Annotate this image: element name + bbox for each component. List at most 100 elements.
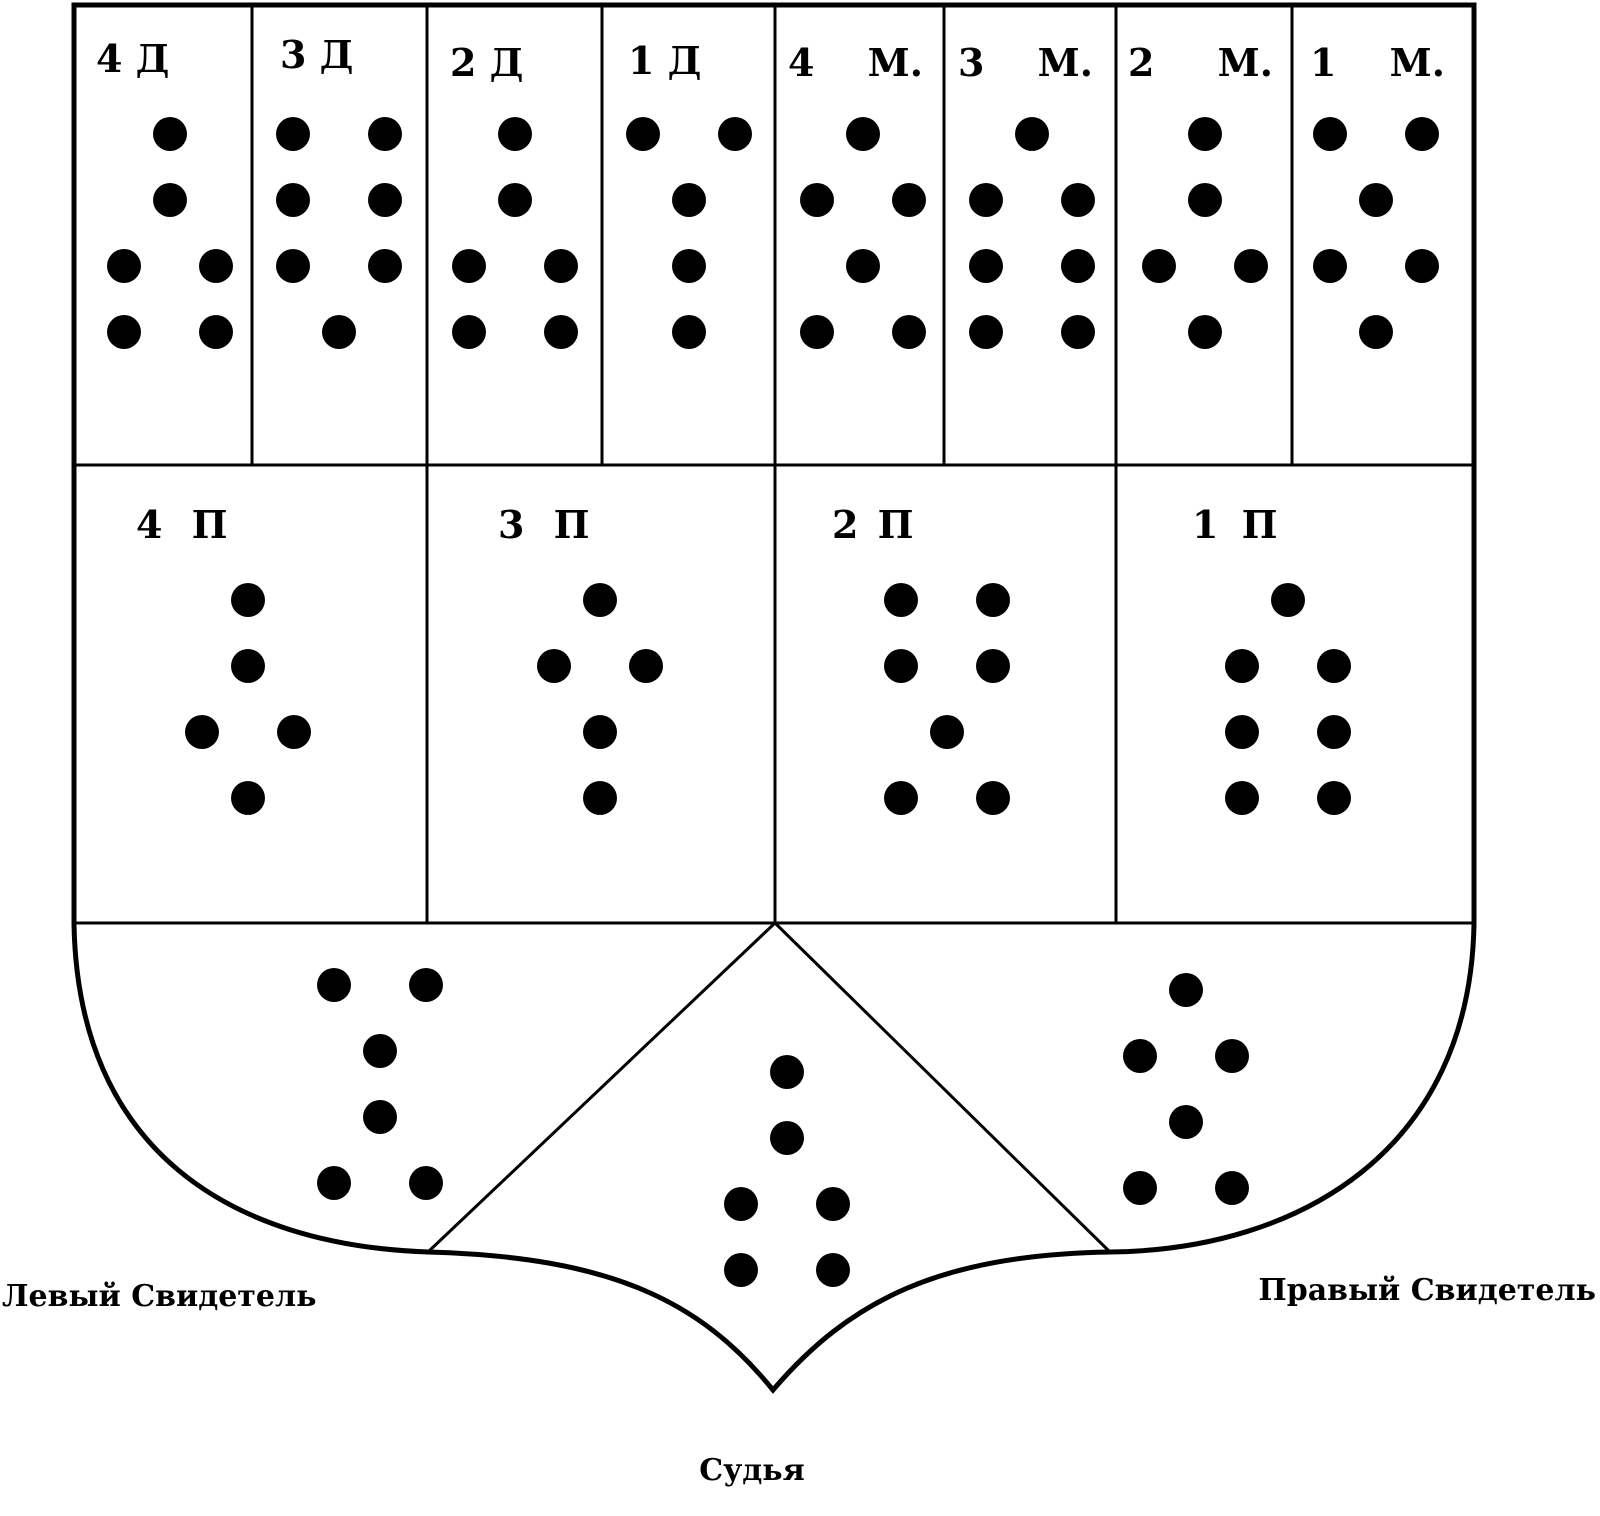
figure-dot bbox=[1405, 117, 1439, 151]
figure-dot bbox=[930, 715, 964, 749]
figure-dot bbox=[884, 781, 918, 815]
figure-dot bbox=[1061, 315, 1095, 349]
figure-dot bbox=[969, 183, 1003, 217]
figure-dot bbox=[537, 649, 571, 683]
figure-dot bbox=[976, 781, 1010, 815]
figure-dot bbox=[544, 315, 578, 349]
figure-top-1 bbox=[107, 117, 233, 349]
figure-middle-2 bbox=[537, 583, 663, 815]
figure-dot bbox=[498, 117, 532, 151]
mothers-daughters-labels: 4 Д 3 Д 2 Д 1 Д 4 М. 3 М. 2 М. 1 М. bbox=[96, 32, 1445, 85]
figure-dot bbox=[884, 649, 918, 683]
house-label-3m: 3 М. bbox=[958, 40, 1093, 85]
figure-dot bbox=[1225, 715, 1259, 749]
figure-dot bbox=[231, 649, 265, 683]
figure-dot bbox=[629, 649, 663, 683]
figure-dot bbox=[185, 715, 219, 749]
figure-dot bbox=[672, 315, 706, 349]
figure-dot bbox=[368, 249, 402, 283]
figure-dot bbox=[724, 1253, 758, 1287]
figure-dot bbox=[892, 183, 926, 217]
house-label-4m: 4 М. bbox=[788, 40, 923, 85]
figure-top-5 bbox=[800, 117, 926, 349]
figure-dot bbox=[770, 1055, 804, 1089]
figure-top-2 bbox=[276, 117, 402, 349]
figure-dot bbox=[107, 315, 141, 349]
figure-dot bbox=[816, 1187, 850, 1221]
figure-dot bbox=[1015, 117, 1049, 151]
figure-dot bbox=[672, 249, 706, 283]
figure-dot bbox=[1234, 249, 1268, 283]
figure-dot bbox=[816, 1253, 850, 1287]
figure-dot bbox=[277, 715, 311, 749]
figure-dot bbox=[969, 249, 1003, 283]
figure-dots bbox=[107, 117, 1439, 1287]
house-label-3p: 3 П bbox=[498, 502, 590, 547]
top-row-dividers bbox=[250, 5, 1294, 465]
judge-caption: Судья bbox=[699, 1453, 805, 1488]
house-label-3d: 3 Д bbox=[280, 32, 353, 77]
figure-dot bbox=[452, 249, 486, 283]
figure-dot bbox=[800, 315, 834, 349]
house-label-4d: 4 Д bbox=[96, 36, 169, 81]
figure-dot bbox=[1188, 183, 1222, 217]
figure-dot bbox=[317, 968, 351, 1002]
figure-dot bbox=[1359, 183, 1393, 217]
house-label-1m: 1 М. bbox=[1310, 40, 1445, 85]
figure-dot bbox=[231, 583, 265, 617]
house-label-4p: 4 П bbox=[136, 502, 228, 547]
middle-row-dividers bbox=[425, 5, 1118, 923]
figure-dot bbox=[1317, 715, 1351, 749]
figure-dot bbox=[1061, 183, 1095, 217]
figure-dot bbox=[1061, 249, 1095, 283]
figure-dot bbox=[452, 315, 486, 349]
figure-dot bbox=[583, 715, 617, 749]
figure-dot bbox=[276, 117, 310, 151]
figure-dot bbox=[1317, 781, 1351, 815]
figure-dot bbox=[1188, 117, 1222, 151]
figure-dot bbox=[626, 117, 660, 151]
figure-dot bbox=[276, 183, 310, 217]
figure-top-4 bbox=[626, 117, 752, 349]
figure-dot bbox=[1123, 1039, 1157, 1073]
house-label-2p: 2 П bbox=[832, 502, 914, 547]
figure-dot bbox=[1215, 1039, 1249, 1073]
figure-dot bbox=[368, 117, 402, 151]
figure-dot bbox=[1169, 973, 1203, 1007]
figure-dot bbox=[846, 117, 880, 151]
left-witness-caption: Левый Свидетель bbox=[2, 1279, 316, 1314]
figure-middle-1 bbox=[185, 583, 311, 815]
right-witness-caption: Правый Свидетель bbox=[1258, 1273, 1596, 1308]
shield-outline bbox=[71, 2, 1477, 1394]
figure-dot bbox=[1313, 249, 1347, 283]
figure-middle-3 bbox=[884, 583, 1010, 815]
figure-left-witness bbox=[317, 968, 443, 1200]
figure-dot bbox=[1271, 583, 1305, 617]
figure-dot bbox=[322, 315, 356, 349]
figure-top-3 bbox=[452, 117, 578, 349]
house-label-1p: 1 П bbox=[1192, 502, 1278, 547]
figure-dot bbox=[409, 968, 443, 1002]
figure-dot bbox=[724, 1187, 758, 1221]
figure-dot bbox=[276, 249, 310, 283]
figure-dot bbox=[1169, 1105, 1203, 1139]
figure-dot bbox=[107, 249, 141, 283]
figure-dot bbox=[498, 183, 532, 217]
figure-right-witness bbox=[1123, 973, 1249, 1205]
figure-dot bbox=[409, 1166, 443, 1200]
figure-dot bbox=[583, 583, 617, 617]
figure-dot bbox=[884, 583, 918, 617]
figure-dot bbox=[368, 183, 402, 217]
figure-dot bbox=[892, 315, 926, 349]
figure-dot bbox=[583, 781, 617, 815]
figure-dot bbox=[153, 117, 187, 151]
figure-dot bbox=[672, 183, 706, 217]
figure-dot bbox=[1225, 781, 1259, 815]
figure-judge bbox=[724, 1055, 850, 1287]
nieces-labels: 4 П 3 П 2 П 1 П bbox=[136, 502, 1278, 547]
figure-dot bbox=[1188, 315, 1222, 349]
house-label-2d: 2 Д bbox=[450, 40, 523, 85]
figure-top-6 bbox=[969, 117, 1095, 349]
figure-dot bbox=[1317, 649, 1351, 683]
